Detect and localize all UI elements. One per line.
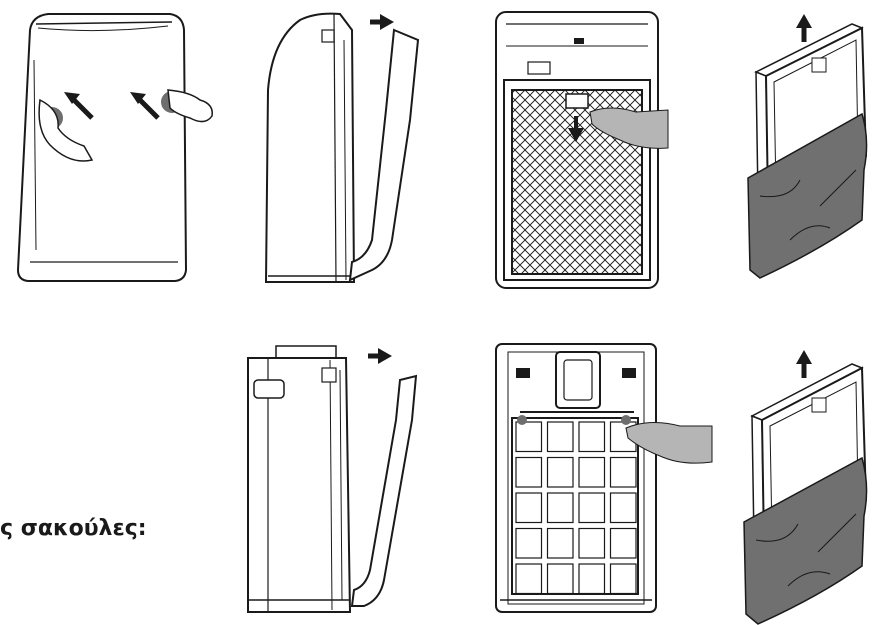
filter-grid-cell xyxy=(578,421,606,453)
arrow-icon xyxy=(368,348,392,364)
filter-grid-cell xyxy=(609,527,637,559)
step-7-filter-bag xyxy=(743,350,868,625)
filter-grid-cell xyxy=(546,421,574,453)
arrow-icon xyxy=(130,92,160,120)
hand-icon xyxy=(589,107,669,149)
step-4-filter-bag xyxy=(747,14,868,279)
arrow-icon xyxy=(796,350,812,378)
step-6-hepa-grid xyxy=(495,343,713,613)
filter-grid-cell xyxy=(515,492,543,524)
hand-icon xyxy=(625,422,713,464)
arrow-icon xyxy=(370,14,394,30)
step-2-side-cover-open xyxy=(264,12,420,283)
bags-caption: ς σακούλες: xyxy=(0,516,147,541)
filter-grid-cell xyxy=(546,527,574,559)
filter-grid-cell xyxy=(515,456,543,488)
air-purifier-icon xyxy=(16,13,188,282)
filter-grid-cell xyxy=(609,456,637,488)
bag-icon xyxy=(747,112,868,279)
filter-icon xyxy=(511,417,639,595)
arrow-icon xyxy=(568,116,584,142)
air-purifier-icon xyxy=(264,12,356,283)
air-purifier-icon xyxy=(247,357,352,613)
filter-grid-cell xyxy=(546,492,574,524)
filter-grid-cell xyxy=(546,456,574,488)
filter-grid-cell xyxy=(578,527,606,559)
filter-grid-cell xyxy=(578,563,606,595)
bag-icon xyxy=(743,456,868,625)
filter-grid-cell xyxy=(578,456,606,488)
filter-grid-cell xyxy=(609,563,637,595)
step-5-side-back-open xyxy=(247,345,418,613)
hand-icon xyxy=(161,89,213,123)
filter-grid-cell xyxy=(609,492,637,524)
filter-grid-cell xyxy=(515,563,543,595)
filter-grid-cell xyxy=(515,421,543,453)
step-3-prefilter xyxy=(495,11,669,289)
arrow-icon xyxy=(64,92,94,120)
arrow-icon xyxy=(796,14,812,42)
filter-grid-cell xyxy=(578,492,606,524)
filter-grid-cell xyxy=(515,527,543,559)
hand-icon xyxy=(38,98,94,162)
filter-grid-cell xyxy=(546,563,574,595)
step-1-purifier-front xyxy=(16,13,213,282)
